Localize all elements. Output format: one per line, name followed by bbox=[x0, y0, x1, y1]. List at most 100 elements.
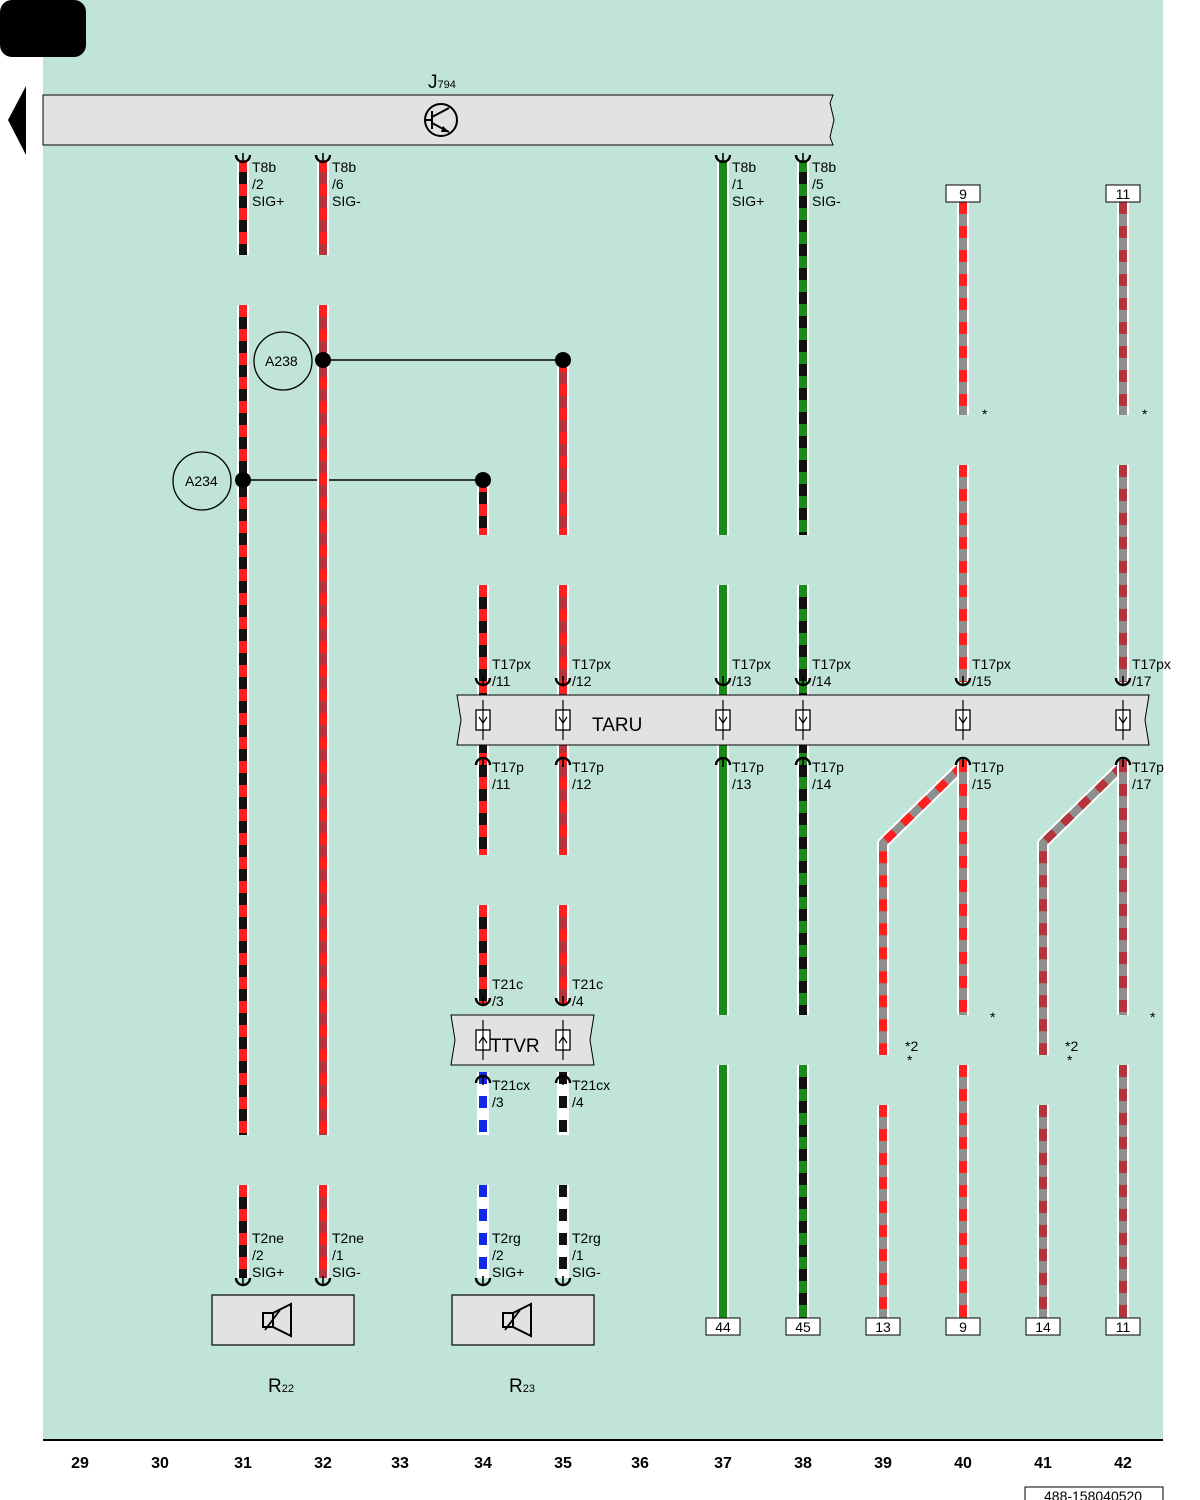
pin-label: T21c bbox=[492, 976, 523, 992]
pin-label: /11 bbox=[492, 673, 511, 689]
ref-box-bottom-41[interactable] bbox=[1025, 1317, 1061, 1336]
wire-note: * bbox=[1067, 1052, 1073, 1068]
previous-page-arrow-icon[interactable] bbox=[8, 86, 26, 155]
ttvr-label: TTVR bbox=[490, 1036, 540, 1057]
ref-box-bottom-41-label: 14 bbox=[1035, 1319, 1051, 1335]
ref-box-bottom-37-label: 44 bbox=[715, 1319, 731, 1335]
pin-label: T8b bbox=[732, 159, 756, 175]
pin-label: /12 bbox=[572, 776, 592, 792]
splice-point-a238-left bbox=[315, 352, 331, 368]
pin-label: /14 bbox=[812, 776, 832, 792]
column-number: 41 bbox=[1034, 1455, 1052, 1472]
pin-label: SIG- bbox=[332, 193, 361, 209]
pin-label: SIG- bbox=[812, 193, 841, 209]
wire-note: * bbox=[1142, 406, 1148, 422]
pin-label: T17px bbox=[812, 656, 851, 672]
pin-label: T21cx bbox=[492, 1077, 530, 1093]
pin-label: T17p bbox=[732, 759, 764, 775]
ref-box-bottom-37[interactable] bbox=[705, 1317, 741, 1336]
pin-label: /12 bbox=[572, 673, 592, 689]
symbols-layer: T8b/2SIG+T8b/6SIG-T8b/1SIG+T8b/5SIG-T17p… bbox=[234, 151, 1171, 1336]
pin-label: T17p bbox=[572, 759, 604, 775]
splice-circle-a234 bbox=[172, 451, 232, 511]
pin-label: T8b bbox=[332, 159, 356, 175]
splice-label-a234: A234 bbox=[185, 473, 218, 489]
pin-label: /15 bbox=[972, 673, 992, 689]
speaker-r23-label: R23 bbox=[509, 1376, 535, 1397]
ref-box-top-40-label: 9 bbox=[959, 186, 967, 202]
pin-label: SIG+ bbox=[492, 1264, 524, 1280]
pin-label: /1 bbox=[332, 1247, 344, 1263]
ref-box-top-40[interactable] bbox=[945, 184, 981, 203]
pin-label: SIG- bbox=[332, 1264, 361, 1280]
column-number: 36 bbox=[631, 1455, 649, 1472]
j794-module bbox=[42, 94, 835, 146]
wire-note: * bbox=[907, 1052, 913, 1068]
pin-label: T17p bbox=[492, 759, 524, 775]
doc-id: 488-158040520 bbox=[1044, 1488, 1142, 1500]
doc-id-box bbox=[1024, 1486, 1164, 1500]
j794-label: J794 bbox=[428, 72, 456, 93]
pin-label: T21c bbox=[572, 976, 603, 992]
ref-box-top-42-label: 11 bbox=[1116, 186, 1131, 202]
column-number: 32 bbox=[314, 1455, 332, 1472]
pin-label: SIG+ bbox=[732, 193, 764, 209]
pin-label: T8b bbox=[812, 159, 836, 175]
wire-39-a bbox=[879, 762, 966, 1055]
pin-label: /13 bbox=[732, 776, 752, 792]
wire-41-a bbox=[1039, 762, 1126, 1055]
taru-label: TARU bbox=[592, 715, 642, 736]
pin-label: /14 bbox=[812, 673, 832, 689]
speaker-r22-label: R22 bbox=[268, 1376, 294, 1397]
pin-label: T17px bbox=[1132, 656, 1171, 672]
pin-label: T17p bbox=[812, 759, 844, 775]
transistor-symbol-icon bbox=[424, 103, 458, 137]
pin-label: T2rg bbox=[572, 1230, 601, 1246]
splice-circle-a238 bbox=[253, 331, 313, 391]
speaker-r23-icon bbox=[502, 1302, 532, 1338]
column-number: 35 bbox=[554, 1455, 572, 1472]
pin-label: /6 bbox=[332, 176, 344, 192]
page-tab-marker bbox=[0, 0, 86, 57]
speaker-r22-module bbox=[211, 1294, 355, 1346]
ref-box-top-42[interactable] bbox=[1105, 184, 1141, 203]
column-number: 30 bbox=[151, 1455, 169, 1472]
ref-box-bottom-38-label: 45 bbox=[795, 1319, 811, 1335]
speaker-r22-icon bbox=[262, 1302, 292, 1338]
pin-label: T17p bbox=[972, 759, 1004, 775]
pin-label: T8b bbox=[252, 159, 276, 175]
column-number: 34 bbox=[474, 1455, 492, 1472]
pin-label: SIG+ bbox=[252, 1264, 284, 1280]
ref-box-bottom-40[interactable] bbox=[945, 1317, 981, 1336]
pin-label: /2 bbox=[492, 1247, 504, 1263]
pin-label: T2rg bbox=[492, 1230, 521, 1246]
column-number: 29 bbox=[71, 1455, 89, 1472]
ref-box-bottom-39[interactable] bbox=[865, 1317, 901, 1336]
pin-label: T21cx bbox=[572, 1077, 610, 1093]
pin-label: T17px bbox=[572, 656, 611, 672]
wire-note: * bbox=[1150, 1009, 1156, 1025]
splice-label-a238: A238 bbox=[265, 353, 298, 369]
pin-label: /11 bbox=[492, 776, 511, 792]
pin-label: /3 bbox=[492, 993, 504, 1009]
pin-label: /2 bbox=[252, 176, 264, 192]
ref-box-bottom-38[interactable] bbox=[785, 1317, 821, 1336]
column-number: 40 bbox=[954, 1455, 972, 1472]
ref-box-bottom-42[interactable] bbox=[1105, 1317, 1141, 1336]
ref-box-bottom-39-label: 13 bbox=[875, 1319, 891, 1335]
splice-point-a238-right bbox=[555, 352, 571, 368]
pin-label: SIG- bbox=[572, 1264, 601, 1280]
wire-note: * bbox=[982, 406, 988, 422]
pin-label: /17 bbox=[1132, 776, 1152, 792]
ref-box-bottom-40-label: 9 bbox=[959, 1319, 967, 1335]
column-number: 42 bbox=[1114, 1455, 1132, 1472]
pin-label: T17p bbox=[1132, 759, 1164, 775]
column-number: 33 bbox=[391, 1455, 409, 1472]
pin-label: /3 bbox=[492, 1094, 504, 1110]
pin-label: /4 bbox=[572, 1094, 584, 1110]
column-number: 39 bbox=[874, 1455, 892, 1472]
speaker-r23-module bbox=[451, 1294, 595, 1346]
pin-label: /2 bbox=[252, 1247, 264, 1263]
pin-label: T17px bbox=[972, 656, 1011, 672]
